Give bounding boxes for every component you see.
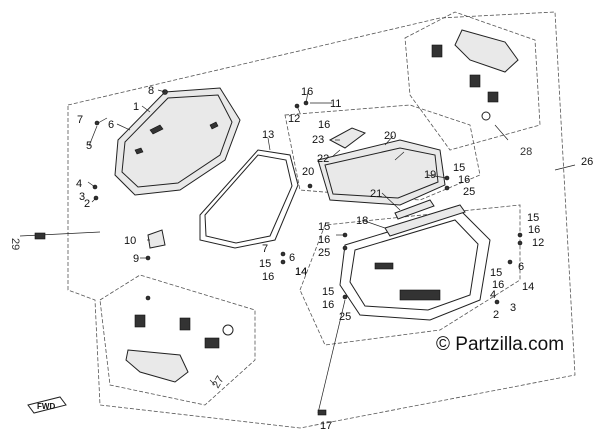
callout-14: 14	[295, 266, 307, 278]
fasteners	[92, 89, 523, 416]
callout-27: 27	[210, 374, 227, 391]
callout-12: 12	[288, 113, 300, 125]
callout-25-a: 25	[463, 186, 475, 198]
callout-16-c: 16	[458, 174, 470, 186]
tail-light-upper	[431, 29, 519, 121]
callout-15-d: 15	[322, 286, 334, 298]
callout-3-b: 3	[510, 302, 516, 314]
lower-center-boundary	[299, 204, 521, 346]
fwd-arrow: FWD	[27, 396, 67, 414]
storage-box-left	[114, 87, 241, 196]
callout-8: 8	[148, 85, 154, 97]
callout-6: 6	[108, 119, 114, 131]
callout-2: 2	[84, 198, 90, 210]
callout-16-g: 16	[528, 224, 540, 236]
callout-20-b: 20	[302, 166, 314, 178]
callout-13: 13	[262, 129, 274, 141]
callout-15-c: 15	[259, 258, 271, 270]
latch-bar	[384, 204, 466, 237]
callout-14-c: 14	[522, 281, 534, 293]
callout-4: 4	[76, 178, 82, 190]
latch-bar-upper	[394, 199, 435, 220]
callout-6-c: 6	[518, 261, 524, 273]
callout-19: 19	[424, 169, 436, 181]
tail-light-lower	[125, 314, 234, 383]
leader-lines	[87, 89, 576, 386]
callout-6-b: 6	[289, 252, 295, 264]
storage-box-lower	[339, 209, 491, 321]
callout-25-b: 25	[318, 247, 330, 259]
callout-15-a: 15	[453, 162, 465, 174]
callout-21: 21	[370, 188, 382, 200]
callout-11: 11	[330, 98, 341, 110]
callout-15-f: 15	[490, 267, 502, 279]
callout-9: 9	[133, 253, 139, 265]
callout-25-c: 25	[339, 311, 351, 323]
callout-14-b: 14	[295, 266, 307, 278]
callout-1: 1	[133, 101, 139, 113]
callout-18: 18	[356, 215, 368, 227]
callout-20-a: 20	[384, 130, 396, 142]
callout-23: 23	[312, 134, 324, 146]
assembly-boundary	[67, 11, 576, 429]
callout-16-d: 16	[318, 234, 330, 246]
callout-16-b: 16	[318, 119, 330, 131]
callout-15-b: 15	[318, 221, 330, 233]
seal-ring-13-inner	[204, 154, 293, 244]
seal-ring-13	[199, 149, 299, 249]
center-lid	[317, 139, 446, 206]
callout-28: 28	[520, 146, 532, 158]
callout-16-h: 16	[492, 279, 504, 291]
callout-16-f: 16	[322, 299, 334, 311]
callout-16-a: 16	[301, 86, 313, 98]
callout-26: 26	[581, 156, 593, 168]
watermark: © Partzilla.com	[436, 334, 564, 355]
callout-numbers: 1 2 3 4 5 6 7 8 9 10 11 12 13 14 16 16 2…	[9, 85, 593, 432]
hinge-bracket-10	[147, 229, 166, 249]
callout-17: 17	[320, 420, 332, 432]
handle-23	[328, 127, 367, 149]
callout-12-c: 12	[532, 237, 544, 249]
callout-22: 22	[317, 153, 329, 165]
callout-7-b: 7	[262, 243, 268, 255]
callout-4-b: 4	[490, 289, 496, 301]
callout-10: 10	[124, 235, 136, 247]
callout-15-e: 15	[527, 212, 539, 224]
callout-2-b: 2	[493, 309, 499, 321]
upper-right-group-boundary	[404, 11, 541, 151]
lower-left-group-boundary	[99, 274, 256, 406]
callout-3: 3	[79, 191, 85, 203]
callout-5: 5	[86, 140, 92, 152]
fwd-label: FWD	[37, 402, 55, 411]
callout-29: 29	[9, 238, 21, 250]
callout-7: 7	[77, 114, 83, 126]
callout-16-e: 16	[262, 271, 274, 283]
